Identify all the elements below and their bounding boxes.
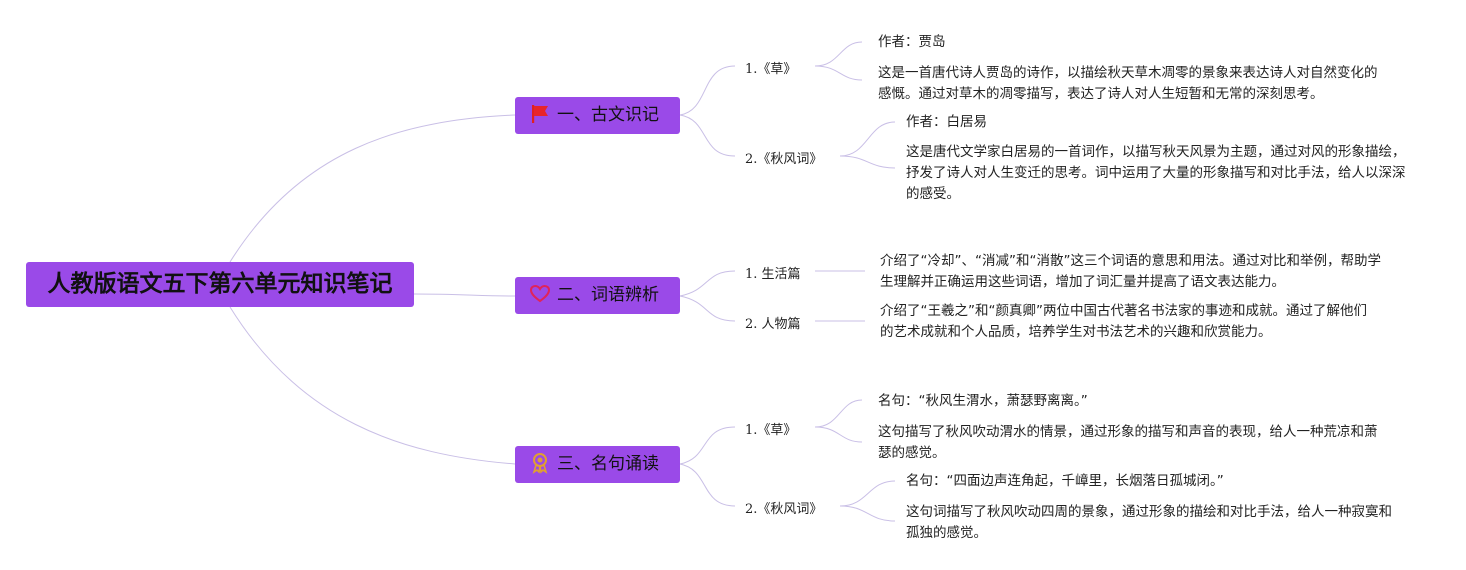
leaf-note: 这是唐代文学家白居易的一首词作，以描写秋天风景为主题，通过对风的形象描绘，抒发了…	[906, 144, 1406, 202]
subtopic-node[interactable]: 2. 人物篇	[745, 317, 801, 332]
leaf-note: 这是一首唐代诗人贾岛的诗作，以描绘秋天草木凋零的景象来表达诗人对自然变化的感慨。…	[878, 65, 1378, 102]
heart-icon	[529, 282, 551, 304]
subtopic-node[interactable]: 1.《草》	[745, 423, 797, 438]
leaf-note: 介绍了“冷却”、“消减”和“消散”这三个词语的意思和用法。通过对比和举例，帮助学…	[880, 253, 1381, 290]
award-ribbon-icon	[529, 451, 551, 474]
subtopic-node[interactable]: 2.《秋风词》	[745, 502, 823, 517]
subtopic-node[interactable]: 1.《草》	[745, 62, 797, 77]
branch-node-word-analysis[interactable]: 二、词语辨析	[515, 277, 680, 314]
leaf-note: 这句词描写了秋风吹动四周的景象，通过形象的描绘和对比手法，给人一种寂寞和孤独的感…	[906, 504, 1392, 541]
subtopic-node[interactable]: 2.《秋风词》	[745, 152, 823, 167]
root-node[interactable]: 人教版语文五下第六单元知识笔记	[26, 262, 414, 307]
leaf-note: 介绍了“王羲之”和“颜真卿”两位中国古代著名书法家的事迹和成就。通过了解他们的艺…	[880, 303, 1367, 340]
leaf-note: 名句：“四面边声连角起，千嶂里，长烟落日孤城闭。”	[906, 473, 1224, 489]
leaf-note: 这句描写了秋风吹动渭水的情景，通过形象的描写和声音的表现，给人一种荒凉和萧瑟的感…	[878, 424, 1378, 461]
leaf-note: 名句：“秋风生渭水，萧瑟野离离。”	[878, 393, 1088, 409]
branch-node-classical-text[interactable]: 一、古文识记	[515, 97, 680, 134]
subtopic-node[interactable]: 1. 生活篇	[745, 267, 801, 282]
leaf-note: 作者：白居易	[906, 114, 987, 130]
branch-label: 三、名句诵读	[557, 454, 659, 474]
branch-label: 一、古文识记	[557, 105, 659, 125]
branch-label: 二、词语辨析	[557, 285, 659, 305]
branch-node-famous-lines[interactable]: 三、名句诵读	[515, 446, 680, 483]
leaf-note: 作者：贾岛	[878, 34, 946, 50]
red-flag-icon	[529, 102, 551, 124]
